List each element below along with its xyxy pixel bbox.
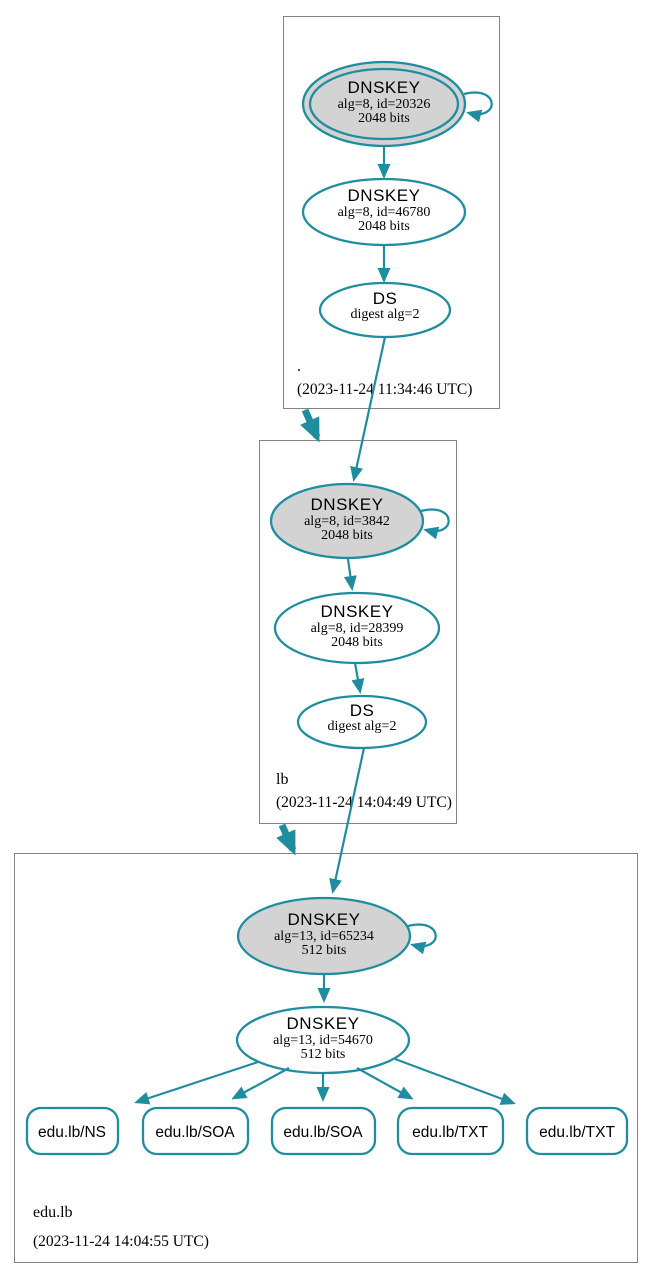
edge-zsk-to-rrset-txt2 <box>394 1057 516 1105</box>
root-ds-detail: digest alg=2 <box>351 307 420 322</box>
rrset-txt1-label: edu.lb/TXT <box>412 1124 488 1141</box>
lb-ksk-ellipse <box>269 482 425 560</box>
root-zsk-detail: alg=8, id=46780 <box>338 205 431 220</box>
zone-label-edu-lb: edu.lb <box>33 1204 73 1221</box>
edge-delegation-root-to-lb <box>300 408 321 443</box>
rrset-ns-label: edu.lb/NS <box>38 1124 106 1141</box>
edu-lb-ksk-bits: 512 bits <box>302 943 347 958</box>
lb-zsk-title: DNSKEY <box>321 602 394 621</box>
node-root-zsk-dnskey-46780: DNSKEY alg=8, id=46780 2048 bits <box>301 177 467 247</box>
lb-zsk-bits: 2048 bits <box>331 635 383 650</box>
lb-ksk-detail: alg=8, id=3842 <box>304 514 390 529</box>
zone-timestamp-edu-lb: (2023-11-24 14:04:55 UTC) <box>33 1233 209 1250</box>
zone-timestamp-lb: (2023-11-24 14:04:49 UTC) <box>276 794 452 811</box>
root-ds-title: DS <box>373 289 398 308</box>
lb-ksk-bits: 2048 bits <box>321 528 373 543</box>
node-lb-zsk-dnskey-28399: DNSKEY alg=8, id=28399 2048 bits <box>273 591 441 665</box>
zone-box-lb <box>259 440 457 824</box>
rrset-txt2-label: edu.lb/TXT <box>539 1124 615 1141</box>
rrset-soa2-label: edu.lb/SOA <box>283 1124 363 1141</box>
rrset-edu-lb-soa-2: edu.lb/SOA <box>270 1106 377 1156</box>
lb-ksk-title: DNSKEY <box>311 495 384 514</box>
zone-box-edu-lb <box>14 853 638 1263</box>
edge-lb-zsk-to-ds <box>351 662 365 694</box>
lb-ds-ellipse <box>296 694 428 750</box>
edu-lb-zsk-bits: 512 bits <box>301 1047 346 1062</box>
root-ksk-detail: alg=8, id=20326 <box>338 97 431 112</box>
root-ksk-inner-ellipse <box>308 67 460 141</box>
edge-zsk-to-rrset-txt1 <box>356 1067 414 1100</box>
edge-lb-ksk-to-zsk <box>343 558 357 591</box>
root-ksk-bits: 2048 bits <box>358 111 410 126</box>
edge-delegation-lb-to-edu-lb <box>276 823 297 856</box>
node-lb-ds: DS digest alg=2 <box>318 281 452 339</box>
zone-label-lb: lb <box>276 771 288 788</box>
edge-zsk-to-rrset-ns <box>134 1060 259 1105</box>
rrset-ns-rect <box>25 1106 120 1156</box>
edge-root-ds-to-lb-ksk <box>350 336 387 482</box>
node-edu-lb-zsk-dnskey-54670: DNSKEY alg=13, id=54670 512 bits <box>235 1005 411 1075</box>
edge-edu-lb-ksk-self-sign <box>407 923 437 955</box>
edge-lb-ds-to-edu-lb-ksk <box>329 747 366 894</box>
rrset-edu-lb-txt-2: edu.lb/TXT <box>525 1106 629 1156</box>
edge-root-ksk-self-sign <box>463 91 493 123</box>
edge-lb-ksk-self-sign <box>420 508 450 540</box>
rrset-txt1-rect <box>396 1106 505 1156</box>
root-zsk-bits: 2048 bits <box>358 219 410 234</box>
lb-ds-detail: digest alg=2 <box>328 719 397 734</box>
rrset-soa1-rect <box>141 1106 250 1156</box>
rrset-txt2-rect <box>525 1106 629 1156</box>
rrset-edu-lb-soa-1: edu.lb/SOA <box>141 1106 250 1156</box>
root-zsk-title: DNSKEY <box>348 186 421 205</box>
root-ksk-title: DNSKEY <box>348 78 421 97</box>
lb-zsk-ellipse <box>273 591 441 665</box>
zone-box-root <box>283 16 500 409</box>
node-edu-lb-ds: DS digest alg=2 <box>296 694 428 750</box>
zone-label-root: . <box>297 358 301 375</box>
lb-ds-title: DS <box>350 701 375 720</box>
zone-timestamp-root: (2023-11-24 11:34:46 UTC) <box>297 381 472 398</box>
node-root-ksk-dnskey-20326: DNSKEY alg=8, id=20326 2048 bits <box>301 60 467 148</box>
edu-lb-ksk-detail: alg=13, id=65234 <box>274 929 374 944</box>
rrset-soa1-label: edu.lb/SOA <box>155 1124 235 1141</box>
rrset-edu-lb-ns: edu.lb/NS <box>25 1106 120 1156</box>
edu-lb-zsk-title: DNSKEY <box>287 1014 360 1033</box>
rrset-soa2-rect <box>270 1106 377 1156</box>
node-edu-lb-ksk-dnskey-65234: DNSKEY alg=13, id=65234 512 bits <box>236 896 412 976</box>
rrset-edu-lb-txt-1: edu.lb/TXT <box>396 1106 505 1156</box>
node-lb-ksk-dnskey-3842: DNSKEY alg=8, id=3842 2048 bits <box>269 482 425 560</box>
edu-lb-zsk-detail: alg=13, id=54670 <box>273 1033 373 1048</box>
edu-lb-ksk-title: DNSKEY <box>288 910 361 929</box>
edge-zsk-to-rrset-soa1 <box>231 1067 290 1100</box>
lb-zsk-detail: alg=8, id=28399 <box>311 621 404 636</box>
